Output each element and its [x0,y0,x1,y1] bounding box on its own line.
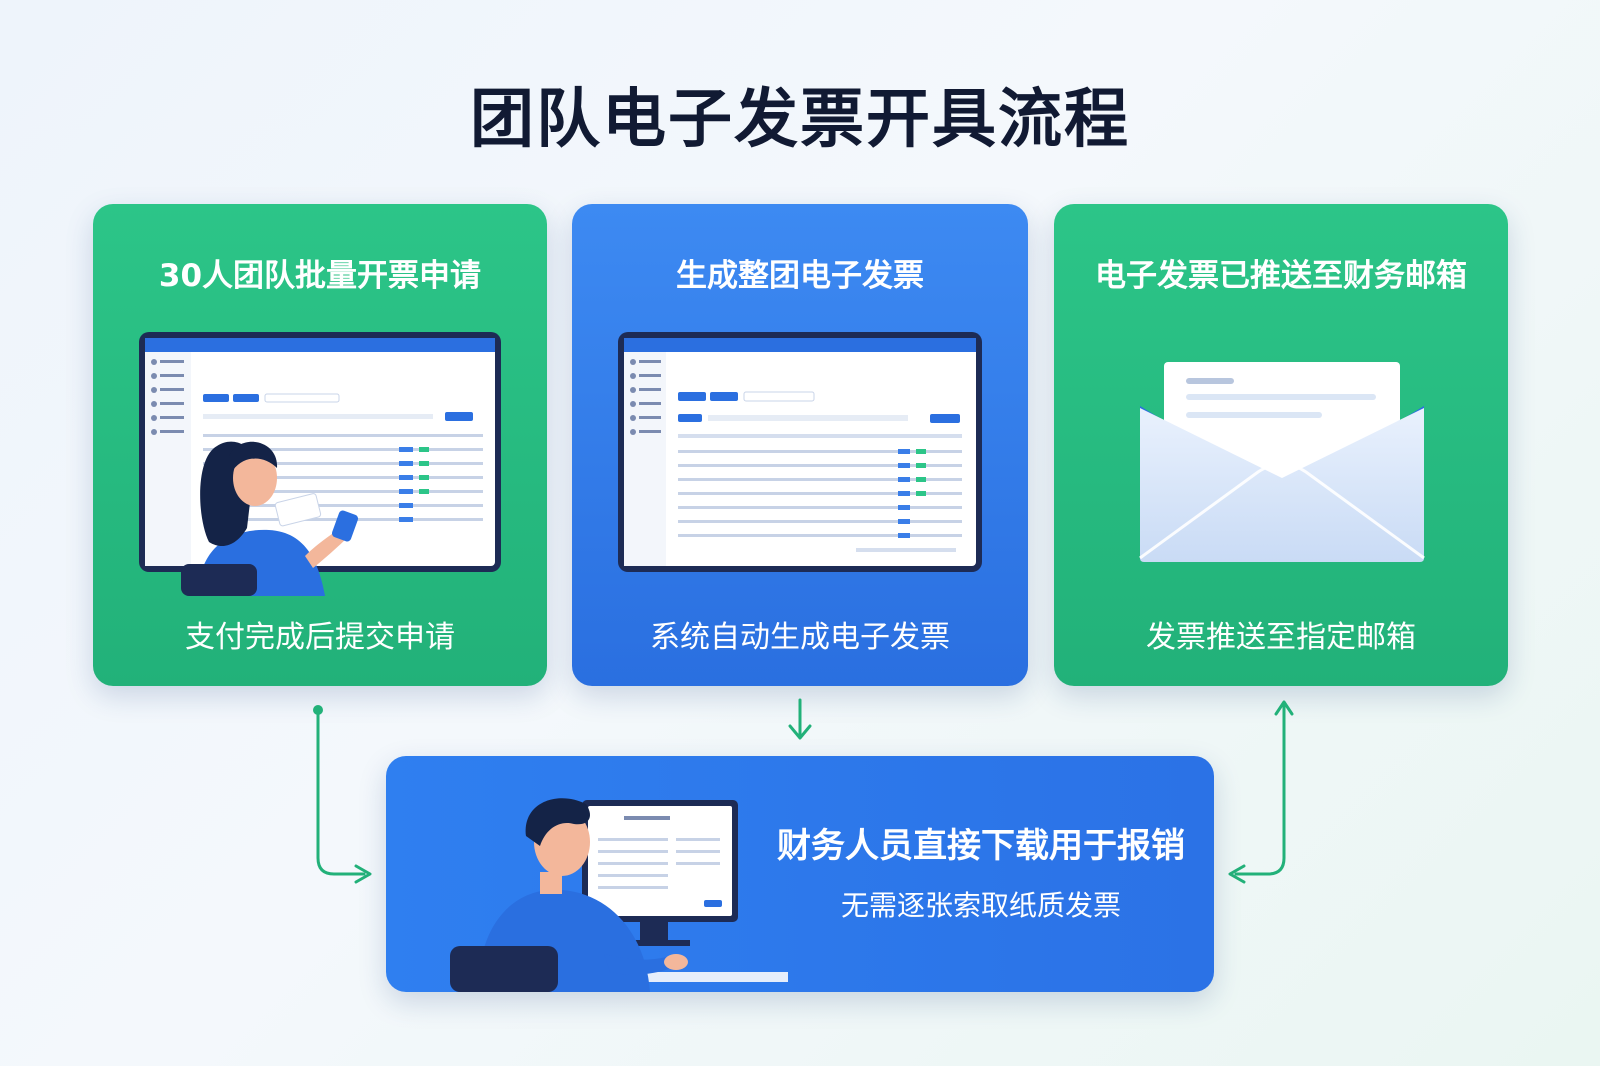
laptop-invoice-table-icon [618,332,982,572]
final-step-title: 财务人员直接下载用于报销 [777,826,1185,866]
step-title-push: 电子发票已推送至财务邮箱 [1095,258,1467,294]
envelope-icon [1139,362,1425,562]
step-caption-apply: 支付完成后提交申请 [185,620,455,655]
step-title-apply: 30人团队批量开票申请 [158,258,482,294]
step-card-push: 电子发票已推送至财务邮箱 发票推送至指定邮箱 [1054,204,1508,686]
laptop-with-person-icon [139,332,501,596]
step-title-generate: 生成整团电子发票 [676,258,924,294]
step-card-generate: 生成整团电子发票 [572,204,1028,686]
step-caption-generate: 系统自动生成电子发票 [650,620,950,655]
final-step-card: 财务人员直接下载用于报销 无需逐张索取纸质发票 [386,756,1214,992]
step-card-apply: 30人团队批量开票申请 [93,204,547,686]
person-at-desktop-icon [450,798,788,992]
page-title: 团队电子发票开具流程 [470,83,1130,157]
final-step-subtitle: 无需逐张索取纸质发票 [840,889,1121,922]
step-caption-push: 发票推送至指定邮箱 [1146,620,1416,655]
